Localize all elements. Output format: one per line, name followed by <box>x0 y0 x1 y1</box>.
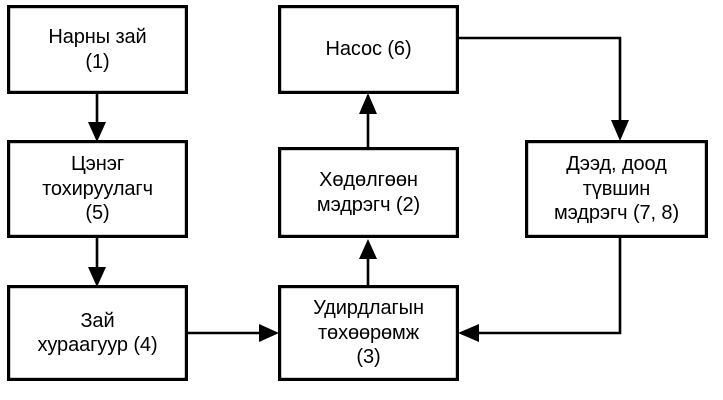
node-box-control-device[interactable] <box>278 285 460 382</box>
arrowhead-battery-to-control-device <box>259 324 279 342</box>
node-box-motion-sensor[interactable] <box>278 147 460 239</box>
arrowhead-level-sensors-to-control-device <box>458 324 479 342</box>
node-box-battery[interactable] <box>7 285 189 382</box>
node-box-charge-controller[interactable] <box>7 140 189 239</box>
arrowhead-pump-to-level-sensors <box>611 120 629 141</box>
arrowhead-control-device-to-motion-sensor <box>359 239 377 259</box>
node-box-level-sensors[interactable] <box>524 140 708 239</box>
arrowhead-motion-sensor-to-pump <box>359 93 377 114</box>
arrowhead-charge-controller-to-battery <box>88 267 106 287</box>
node-box-solar-panel[interactable] <box>7 4 189 95</box>
edge-pump-to-level-sensors <box>458 36 622 130</box>
node-box-pump[interactable] <box>278 4 460 95</box>
arrowhead-solar-to-charge-controller <box>88 122 106 142</box>
edge-level-sensors-to-control-device <box>470 237 622 335</box>
